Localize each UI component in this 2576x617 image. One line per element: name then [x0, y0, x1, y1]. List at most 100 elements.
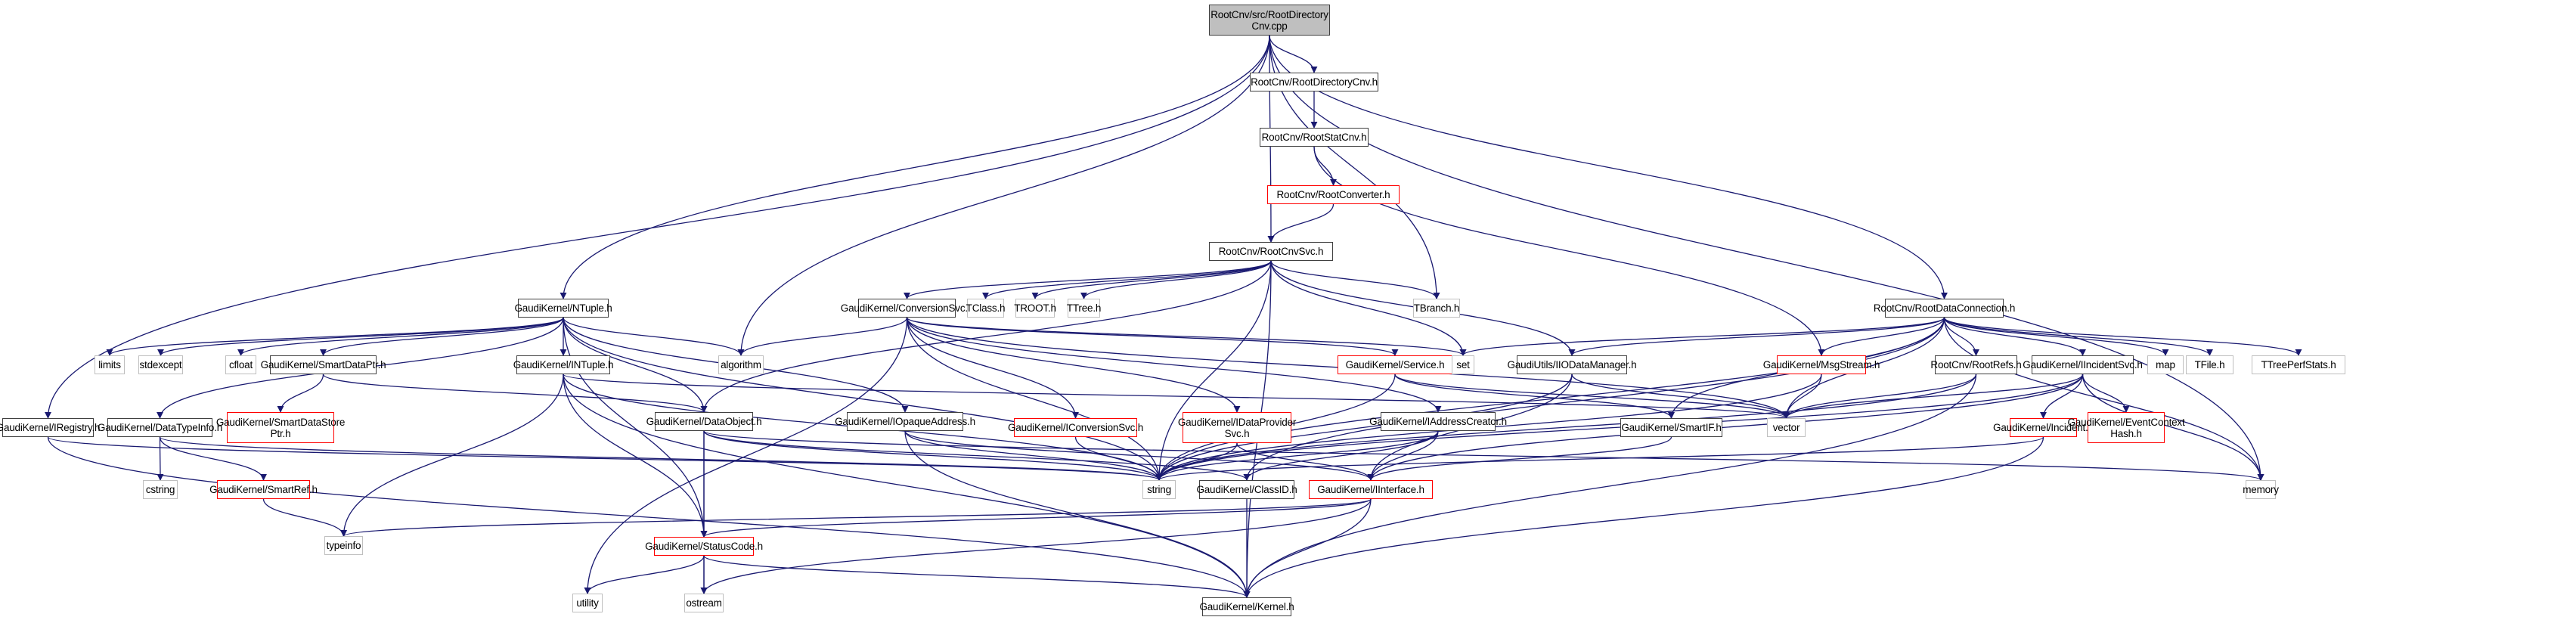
graph-node-ttps: TTreePerfStats.h	[2252, 355, 2345, 374]
edge-intuple-to-statuscode	[563, 374, 708, 538]
graph-node-iopaddr[interactable]: GaudiKernel/IOpaqueAddress.h	[835, 412, 975, 431]
edge-rsvc-to-tbranch	[1270, 260, 1440, 299]
graph-node-rconv[interactable]: RootCnv/RootConverter.h	[1267, 185, 1400, 204]
graph-node-label: TTree.h	[1066, 302, 1102, 314]
edge-rsvc-to-dataobj	[700, 260, 1272, 413]
graph-node-label: GaudiKernel/Kernel.h	[1199, 601, 1294, 612]
edge-intuple-to-kernel	[563, 374, 1251, 598]
edge-iinterface-to-statuscode	[700, 498, 1372, 538]
graph-node-label: GaudiKernel/DataTypeInfo.h	[97, 422, 223, 433]
edge-rdconn-to-iincsvc	[1943, 317, 2086, 356]
edge-iincsvc-to-memory	[2082, 374, 2264, 481]
edge-ntuple-to-cfloat	[237, 317, 564, 356]
graph-node-iinterface[interactable]: GaudiKernel/IInterface.h	[1309, 480, 1433, 499]
edge-rstat-to-msgstream	[1313, 146, 1825, 356]
graph-node-dtinfo[interactable]: GaudiKernel/DataTypeInfo.h	[98, 418, 222, 437]
edge-rdconn-to-iodm	[1568, 317, 1945, 356]
edge-dtinfo-to-smartref	[159, 436, 268, 481]
edge-rdconn-to-classid	[1243, 317, 1945, 481]
graph-node-label: cfloat	[228, 359, 253, 371]
graph-node-service[interactable]: GaudiKernel/Service.h	[1338, 355, 1452, 374]
graph-node-sdsptr[interactable]: GaudiKernel/SmartDataStore Ptr.h	[216, 412, 345, 443]
graph-node-sdptr[interactable]: GaudiKernel/SmartDataPtr.h	[261, 355, 386, 374]
graph-node-rsvc[interactable]: RootCnv/RootCnvSvc.h	[1209, 242, 1333, 261]
edge-dataobj-to-classid	[703, 430, 1251, 481]
edge-root-to-memory	[1269, 35, 2264, 481]
graph-node-classid[interactable]: GaudiKernel/ClassID.h	[1196, 480, 1297, 499]
edge-service-to-vector	[1394, 374, 1790, 419]
edge-ntuple-to-dataobj	[563, 317, 708, 413]
graph-node-kernel[interactable]: GaudiKernel/Kernel.h	[1199, 597, 1294, 616]
graph-node-label: RootCnv/src/RootDirectory Cnv.cpp	[1211, 8, 1328, 32]
edge-convsvc-to-iaddrc	[906, 317, 1442, 413]
graph-node-dataobj[interactable]: GaudiKernel/DataObject.h	[646, 412, 762, 431]
edge-iodm-to-string	[1155, 374, 1573, 481]
edge-convsvc-to-algorithm	[737, 317, 908, 356]
edge-ntuple-to-algorithm	[563, 317, 745, 356]
graph-node-iconvsvc[interactable]: GaudiKernel/IConversionSvc.h	[1008, 418, 1143, 437]
graph-node-smartif[interactable]: GaudiKernel/SmartIF.h	[1620, 418, 1722, 437]
edge-root-to-algorithm	[737, 35, 1270, 356]
graph-node-incident[interactable]: GaudiKernel/Incident.h	[1993, 418, 2094, 437]
graph-node-typeinfo: typeinfo	[324, 536, 363, 555]
graph-node-tbranch: TBranch.h	[1413, 299, 1460, 318]
graph-node-rstat[interactable]: RootCnv/RootStatCnv.h	[1260, 128, 1369, 147]
graph-node-label: stdexcept	[139, 359, 182, 371]
graph-node-algorithm: algorithm	[718, 355, 764, 374]
graph-node-root[interactable]: RootCnv/src/RootDirectory Cnv.cpp	[1209, 5, 1330, 36]
edge-rstat-to-rconv	[1313, 146, 1338, 186]
graph-node-label: GaudiKernel/SmartDataStore Ptr.h	[215, 416, 346, 439]
edge-rsvc-to-string	[1155, 260, 1272, 481]
edge-iincsvc-to-iinterface	[1367, 374, 2084, 481]
graph-node-troot: TROOT.h	[1014, 299, 1056, 318]
graph-node-rdcnv[interactable]: RootCnv/RootDirectoryCnv.h	[1250, 73, 1378, 91]
graph-node-label: TBranch.h	[1413, 302, 1460, 314]
graph-node-smartref[interactable]: GaudiKernel/SmartRef.h	[209, 480, 318, 499]
edge-rdconn-to-tfile	[1943, 317, 2213, 356]
edge-iincsvc-to-incident	[2039, 374, 2084, 419]
graph-node-convsvc[interactable]: GaudiKernel/ConversionSvc.h	[841, 299, 973, 318]
graph-node-idps[interactable]: GaudiKernel/IDataProvider Svc.h	[1178, 412, 1296, 443]
graph-node-label: limits	[98, 359, 121, 371]
graph-node-rrefs[interactable]: RootCnv/RootRefs.h	[1930, 355, 2022, 374]
graph-node-rdconn[interactable]: RootCnv/RootDataConnection.h	[1874, 299, 2015, 318]
graph-node-label: GaudiUtils/IIODataManager.h	[1507, 359, 1637, 371]
graph-node-msgstream[interactable]: GaudiKernel/MsgStream.h	[1763, 355, 1880, 374]
graph-node-iaddrc[interactable]: GaudiKernel/IAddressCreator.h	[1369, 412, 1507, 431]
edge-rsvc-to-troot	[1031, 260, 1272, 299]
graph-node-iincsvc[interactable]: GaudiKernel/IIncidentSvc.h	[2023, 355, 2143, 374]
edge-convsvc-to-utility	[584, 317, 908, 594]
graph-node-statuscode[interactable]: GaudiKernel/StatusCode.h	[645, 537, 763, 556]
edge-smartif-to-iinterface	[1367, 436, 1672, 481]
graph-node-label: TFile.h	[2194, 359, 2225, 371]
graph-node-ech[interactable]: GaudiKernel/EventContext Hash.h	[2067, 412, 2185, 443]
edge-iinterface-to-kernel	[1243, 498, 1372, 598]
graph-node-intuple[interactable]: GaudiKernel/INTuple.h	[513, 355, 614, 374]
graph-node-label: ostream	[686, 597, 722, 609]
graph-node-iregistry[interactable]: GaudiKernel/IRegistry.h	[0, 418, 101, 437]
graph-node-label: GaudiKernel/IInterface.h	[1317, 484, 1424, 495]
graph-node-label: GaudiKernel/ClassID.h	[1196, 484, 1297, 495]
graph-node-iodm[interactable]: GaudiUtils/IIODataManager.h	[1508, 355, 1637, 374]
graph-node-label: TTreePerfStats.h	[2261, 359, 2336, 371]
edge-idps-to-iinterface	[1236, 442, 1375, 481]
edge-sdptr-to-sdsptr	[277, 374, 324, 413]
edge-rdconn-to-memory	[1943, 317, 2264, 481]
edge-iconvsvc-to-string	[1074, 436, 1163, 481]
edge-iincsvc-to-vector	[1783, 374, 2084, 419]
graph-node-label: set	[1456, 359, 1470, 371]
graph-node-label: GaudiKernel/IConversionSvc.h	[1008, 422, 1143, 433]
graph-node-label: RootCnv/RootDataConnection.h	[1873, 302, 2016, 314]
edge-rsvc-to-tclass	[982, 260, 1272, 299]
graph-node-ntuple[interactable]: GaudiKernel/NTuple.h	[514, 299, 612, 318]
graph-node-set: set	[1452, 355, 1474, 374]
graph-node-label: GaudiKernel/NTuple.h	[514, 302, 612, 314]
graph-node-stdexcept: stdexcept	[138, 355, 183, 374]
edge-ntuple-to-sdptr	[320, 317, 564, 356]
edge-iopaddr-to-kernel	[904, 430, 1251, 598]
edge-ntuple-to-stdexcept	[157, 317, 564, 356]
edge-dataobj-to-string	[703, 430, 1163, 481]
graph-node-label: GaudiKernel/IOpaqueAddress.h	[835, 416, 975, 427]
graph-node-map: map	[2147, 355, 2184, 374]
edge-rdconn-to-ttps	[1943, 317, 2302, 356]
